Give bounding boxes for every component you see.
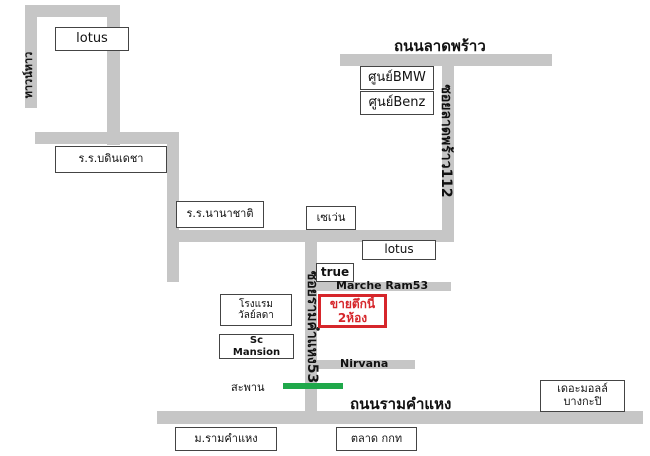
road-label-soi-lat-phrao-112: ซอยลาดพร้าว112: [438, 84, 454, 198]
place-sc-mansion: Sc Mansion: [219, 334, 294, 359]
bridge-line: [283, 383, 343, 389]
place-marche: Marche Ram53: [336, 279, 429, 292]
sale-building-highlight: ขายตึกนี้ 2ห้อง: [318, 294, 387, 328]
road-soi-lat-phrao-112: [442, 54, 454, 242]
road-label-lat-phrao: ถนนลาดพร้าว: [394, 37, 486, 55]
place-bmw: ศูนย์BMW: [360, 66, 434, 90]
place-ram-university: ม.รามคำแหง: [175, 427, 277, 451]
place-the-mall: เดอะมอลล์ บางกะปิ: [540, 380, 625, 412]
road-soi-ram-53: [305, 230, 317, 416]
road-marche-branch: [305, 282, 451, 291]
place-bridge-label: สะพาน: [231, 381, 265, 394]
place-nirvana: Nirvana: [340, 357, 389, 370]
road-nirvana-branch: [305, 360, 415, 369]
place-hotel: โรงแรม วัลย์ลดา: [220, 294, 292, 326]
place-school-bodin: ร.ร.บดินเดชา: [55, 146, 167, 173]
place-seven: เซเว่น: [306, 206, 356, 230]
bridge-marker: [283, 383, 343, 389]
road-top-horizontal: [25, 5, 120, 17]
place-market: ตลาด กกท: [336, 427, 417, 451]
road-ram-khamhaeng: [157, 411, 643, 424]
place-school-nanachart: ร.ร.นานาชาติ: [176, 201, 264, 228]
place-true: true: [316, 263, 354, 282]
road-label-ramintra: ทาวน์หาว: [22, 51, 35, 99]
road-label-ram-khamhaeng: ถนนรามคำแหง: [350, 395, 452, 413]
place-lotus-top: lotus: [55, 27, 129, 51]
road-left-vertical: [167, 132, 179, 282]
road-ramintra-vertical: [25, 5, 37, 108]
road-middle-horizontal: [35, 132, 179, 144]
road-upper-vertical: [107, 5, 120, 145]
place-benz: ศูนย์Benz: [360, 91, 434, 115]
place-lotus-mid: lotus: [362, 240, 436, 260]
